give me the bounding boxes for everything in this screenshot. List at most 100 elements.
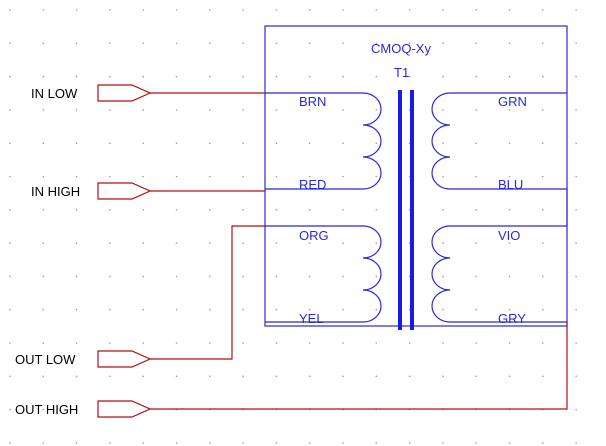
grid-dot — [42, 109, 45, 111]
grid-dot — [242, 209, 244, 211]
grid-dot — [442, 275, 444, 278]
grid-dot — [308, 375, 311, 378]
grid-dot — [375, 109, 378, 111]
grid-dot — [209, 75, 211, 78]
grid-dot — [442, 175, 444, 178]
grid-dot — [542, 209, 544, 211]
grid-dot — [75, 75, 78, 78]
grid-dot — [542, 308, 544, 311]
grid-dot — [242, 109, 244, 111]
grid-dot — [442, 442, 444, 444]
grid-dot — [75, 209, 78, 211]
grid-dot — [75, 275, 78, 278]
grid-dot — [42, 9, 45, 11]
grid-dot — [109, 142, 111, 144]
grid-dot — [508, 342, 511, 344]
grid-dot — [75, 42, 78, 45]
grid-dot — [275, 9, 278, 11]
pin-label-vio: VIO — [498, 228, 520, 243]
grid-dot — [209, 275, 211, 278]
grid-dot — [575, 209, 577, 211]
grid-dot — [142, 142, 144, 144]
grid-dot — [109, 342, 111, 344]
grid-dot — [142, 209, 144, 211]
grid-dot — [209, 42, 211, 45]
grid-dot — [175, 175, 178, 178]
grid-dot — [375, 308, 378, 311]
grid-dot — [109, 242, 111, 244]
grid-dot — [275, 308, 278, 311]
grid-dot — [375, 175, 378, 178]
grid-dot — [142, 275, 144, 278]
grid-dot — [342, 142, 344, 144]
secondary-coil-lower — [431, 225, 451, 323]
grid-dot — [408, 42, 411, 45]
grid-dot — [542, 342, 544, 344]
grid-dot — [275, 142, 278, 144]
grid-dot — [475, 275, 478, 278]
grid-dot — [275, 275, 278, 278]
port-out-high[interactable] — [97, 400, 152, 418]
grid-dot — [9, 408, 11, 411]
grid-dot — [142, 109, 144, 111]
grid-dot — [175, 375, 178, 378]
grid-dot — [575, 42, 577, 45]
grid-dot — [275, 242, 278, 244]
grid-dot — [275, 42, 278, 45]
grid-dot — [575, 308, 577, 311]
grid-dot — [342, 75, 344, 78]
grid-dot — [275, 342, 278, 344]
grid-dot — [308, 308, 311, 311]
grid-dot — [175, 342, 178, 344]
grid-dot — [209, 175, 211, 178]
grid-dot — [109, 109, 111, 111]
grid-dot — [242, 175, 244, 178]
grid-dot — [575, 275, 577, 278]
grid-dot — [109, 175, 111, 178]
grid-dot — [242, 342, 244, 344]
grid-dot — [342, 442, 344, 444]
grid-dot — [475, 109, 478, 111]
grid-dot — [75, 109, 78, 111]
grid-dot — [508, 109, 511, 111]
port-in-low[interactable] — [97, 84, 152, 102]
grid-dot — [442, 308, 444, 311]
grid-dot — [142, 308, 144, 311]
port-label-out-low: OUT LOW — [15, 352, 76, 367]
grid-dot — [242, 242, 244, 244]
grid-dot — [242, 442, 244, 444]
grid-dot — [75, 142, 78, 144]
grid-dot — [508, 308, 511, 311]
grid-dot — [42, 42, 45, 45]
grid-dot — [275, 442, 278, 444]
port-out-low[interactable] — [97, 350, 152, 368]
grid-dot — [375, 242, 378, 244]
grid-dot — [575, 109, 577, 111]
port-label-out-high: OUT HIGH — [15, 402, 78, 417]
grid-dot — [408, 75, 411, 78]
grid-dot — [109, 275, 111, 278]
grid-dot — [109, 442, 111, 444]
grid-dot — [475, 75, 478, 78]
port-in-high[interactable] — [97, 182, 152, 200]
grid-dot — [575, 408, 577, 411]
grid-dot — [475, 175, 478, 178]
grid-dot — [508, 175, 511, 178]
transformer-outline — [264, 25, 568, 327]
grid-dot — [242, 275, 244, 278]
grid-dot — [9, 308, 11, 311]
grid-dot — [175, 9, 178, 11]
grid-dot — [209, 308, 211, 311]
grid-dots — [9, 9, 577, 444]
grid-dot — [308, 342, 311, 344]
grid-dot — [508, 275, 511, 278]
grid-dot — [209, 242, 211, 244]
grid-dot — [242, 42, 244, 45]
grid-dot — [42, 442, 45, 444]
grid-dot — [175, 109, 178, 111]
grid-dot — [209, 375, 211, 378]
grid-dot — [508, 9, 511, 11]
grid-dot — [475, 242, 478, 244]
grid-dot — [9, 109, 11, 111]
grid-dot — [109, 308, 111, 311]
